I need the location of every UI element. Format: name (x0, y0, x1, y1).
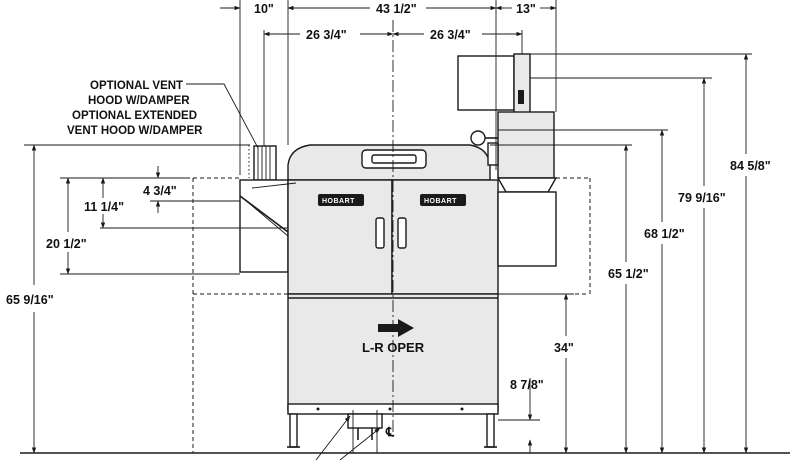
brand-right: HOBART (424, 198, 457, 205)
callout-line-1: OPTIONAL VENT (90, 80, 183, 92)
brand-left: HOBART (322, 198, 355, 205)
dim-8-7-8: 8 7/8" (510, 378, 544, 392)
dimension-text: 10" 43 1/2" 13" 26 3/4" 26 3/4" 4 3/4" 1… (6, 2, 771, 392)
dim-26-3-4-right: 26 3/4" (430, 28, 471, 42)
dimension-arrows (31, 5, 749, 460)
operation-label: L-R OPER (362, 340, 425, 355)
operation-arrow-icon (378, 319, 414, 337)
centerline-symbol: ℄ (385, 425, 395, 439)
dim-43-1-2: 43 1/2" (376, 2, 417, 16)
vent-hood (239, 145, 289, 273)
machine-body (287, 144, 499, 448)
callout-line-3: OPTIONAL EXTENDED (72, 110, 197, 122)
callout-line-4: VENT HOOD W/DAMPER (67, 125, 203, 137)
dim-34: 34" (554, 341, 574, 355)
dim-4-3-4: 4 3/4" (143, 184, 177, 198)
dim-20-1-2: 20 1/2" (46, 237, 87, 251)
brand-plate-right (420, 194, 466, 206)
dim-11-1-4: 11 1/4" (84, 200, 124, 214)
callout-text: OPTIONAL VENT HOOD W/DAMPER OPTIONAL EXT… (67, 80, 203, 137)
extension-lines (24, 0, 752, 421)
brand-plate-left (318, 194, 364, 206)
dim-26-3-4-left: 26 3/4" (306, 28, 347, 42)
dim-65-1-2: 65 1/2" (608, 267, 649, 281)
dim-68-1-2: 68 1/2" (644, 227, 685, 241)
right-unit (457, 53, 558, 267)
dim-84-5-8: 84 5/8" (730, 159, 771, 173)
dim-65-9-16: 65 9/16" (6, 293, 54, 307)
callout-line-2: HOOD W/DAMPER (88, 95, 190, 107)
dim-13: 13" (516, 2, 536, 16)
dim-10: 10" (254, 2, 274, 16)
dim-79-9-16: 79 9/16" (678, 191, 726, 205)
